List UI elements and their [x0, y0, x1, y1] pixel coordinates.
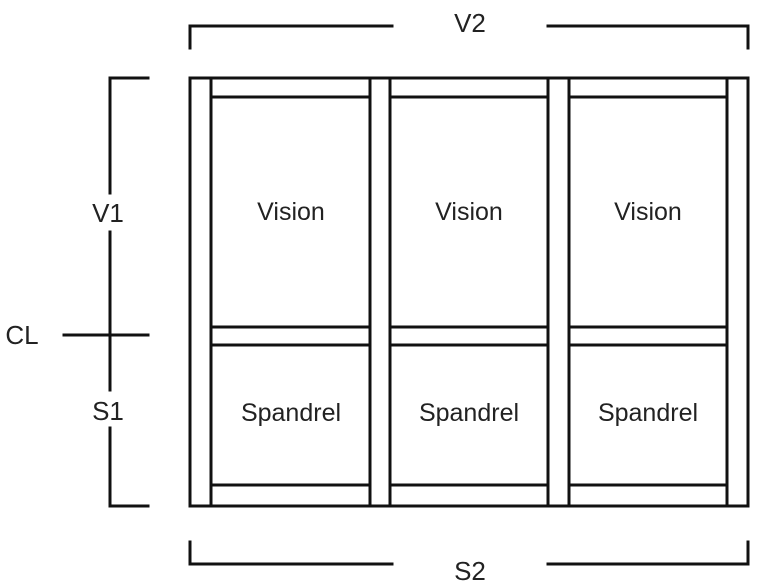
- left-dimension: V1 S1 CL: [5, 76, 150, 508]
- outer-frame: [188, 76, 750, 508]
- bottom-bracket-right: [546, 540, 750, 566]
- bay-1-transoms: [209, 95, 372, 487]
- bottom-dimension-s2: S2: [188, 540, 750, 586]
- left-bracket-upper: [108, 76, 150, 195]
- vision-label: Vision: [435, 198, 503, 226]
- top-dimension-v2: V2: [188, 8, 750, 50]
- bottom-dimension-label: S2: [454, 556, 486, 586]
- vision-label: Vision: [257, 198, 325, 226]
- top-dimension-label: V2: [454, 8, 486, 38]
- bay-3-transoms: [567, 95, 729, 487]
- bay-2-transoms: [388, 95, 550, 487]
- bottom-bracket-left: [188, 540, 394, 566]
- spandrel-label: Spandrel: [598, 399, 698, 427]
- spandrel-label: Spandrel: [241, 399, 341, 427]
- top-bracket-right: [546, 24, 750, 50]
- left-bracket-lower: [108, 426, 150, 508]
- vision-label: Vision: [614, 198, 682, 226]
- left-upper-label: V1: [92, 198, 124, 228]
- centerline-label: CL: [5, 320, 38, 350]
- spandrel-label: Spandrel: [419, 399, 519, 427]
- curtain-wall-frame: Vision Vision Vision Spandrel Spandrel S…: [188, 76, 750, 508]
- left-lower-label: S1: [92, 396, 124, 426]
- top-bracket-left: [188, 24, 394, 50]
